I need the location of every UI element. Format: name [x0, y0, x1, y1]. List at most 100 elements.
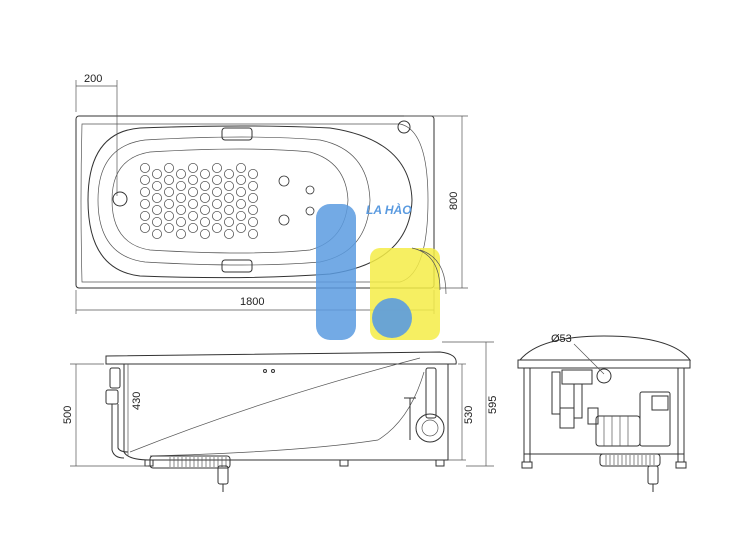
watermark-logo: LA HÀO	[316, 202, 447, 340]
air-hole	[163, 162, 174, 173]
logo-blue-dot	[372, 298, 412, 338]
tub-end-rim	[518, 335, 692, 361]
dim-height-430: 430	[131, 392, 143, 410]
air-hole	[211, 222, 222, 233]
air-hole	[151, 228, 162, 239]
air-hole	[187, 174, 198, 185]
air-hole	[247, 180, 258, 191]
air-hole	[175, 216, 186, 227]
air-hole	[187, 210, 198, 221]
whirlpool-jets	[278, 175, 315, 226]
air-hole	[187, 162, 198, 173]
air-hole	[151, 216, 162, 227]
tub-body-side	[123, 364, 449, 461]
hose-ribs	[169, 457, 227, 467]
air-hole	[175, 228, 186, 239]
air-hole	[199, 168, 210, 179]
air-hole	[139, 174, 150, 185]
air-hole	[187, 186, 198, 197]
air-hole	[187, 198, 198, 209]
air-hole	[175, 168, 186, 179]
dim-width-800: 800	[448, 192, 460, 210]
air-hole	[211, 210, 222, 221]
air-hole	[151, 192, 162, 203]
air-hole	[247, 228, 258, 239]
air-hole	[199, 192, 210, 203]
air-hole	[175, 192, 186, 203]
drain-hose	[149, 455, 231, 492]
air-hole	[163, 222, 174, 233]
air-hole	[175, 180, 186, 191]
air-hole	[151, 168, 162, 179]
basin-floor	[111, 148, 349, 254]
drain-hole	[112, 191, 128, 207]
air-hole	[163, 210, 174, 221]
logo-blue-bar	[316, 204, 356, 340]
pump-motor	[415, 413, 445, 443]
air-hole	[223, 204, 234, 215]
air-hole	[247, 192, 258, 203]
air-hole	[139, 198, 150, 209]
air-hole	[247, 216, 258, 227]
air-hole	[223, 180, 234, 191]
air-hole	[223, 192, 234, 203]
air-hole	[223, 216, 234, 227]
jet	[278, 175, 290, 187]
pump-motor-end	[595, 391, 671, 447]
air-hole	[163, 198, 174, 209]
overflow-pipe	[111, 404, 125, 459]
air-hole	[199, 180, 210, 191]
air-hole	[235, 186, 246, 197]
side-view: 500 430 530 595	[62, 341, 499, 492]
air-hole	[139, 210, 150, 221]
grab-handle-top	[221, 127, 253, 141]
air-hole	[211, 174, 222, 185]
air-hole	[163, 186, 174, 197]
tub-rim-side	[105, 351, 457, 365]
air-hole	[187, 222, 198, 233]
air-hole	[223, 228, 234, 239]
jet	[278, 214, 290, 226]
jet-fitting	[596, 368, 612, 384]
dim-height-595: 595	[487, 396, 499, 414]
air-hole	[247, 204, 258, 215]
air-hole	[211, 162, 222, 173]
drain-hose-end	[599, 453, 661, 492]
dim-offset-200: 200	[84, 73, 102, 85]
air-hole	[139, 162, 150, 173]
air-hole	[235, 174, 246, 185]
air-hole	[235, 222, 246, 233]
jet	[305, 185, 315, 195]
overflow-fitting	[109, 367, 121, 389]
air-hole	[211, 186, 222, 197]
air-hole	[235, 162, 246, 173]
logo-text: LA HÀO	[366, 202, 412, 217]
air-hole	[235, 198, 246, 209]
pump-assembly-side	[404, 367, 445, 443]
air-hole	[175, 204, 186, 215]
end-view: Ø53	[517, 333, 692, 492]
tub-outer-rim	[75, 115, 435, 289]
faucet-hole	[397, 120, 411, 134]
jet	[305, 206, 315, 216]
air-hole	[151, 204, 162, 215]
air-hole	[199, 216, 210, 227]
air-hole	[235, 210, 246, 221]
air-hole	[139, 222, 150, 233]
pipework-end	[551, 368, 612, 429]
dim-height-530: 530	[463, 406, 475, 424]
tub-backrest-curve	[129, 357, 421, 453]
dim-length-1800: 1800	[240, 296, 264, 308]
hose-ribs	[605, 455, 655, 465]
tub-floor-curve	[149, 371, 425, 457]
air-hole	[211, 198, 222, 209]
air-hole	[139, 186, 150, 197]
air-hole	[247, 168, 258, 179]
air-bubble-holes	[139, 162, 258, 239]
dim-height-500: 500	[62, 406, 74, 424]
grab-handle-bottom	[221, 259, 253, 273]
air-hole	[151, 180, 162, 191]
dim-diameter-53: Ø53	[551, 333, 572, 345]
air-hole	[199, 228, 210, 239]
